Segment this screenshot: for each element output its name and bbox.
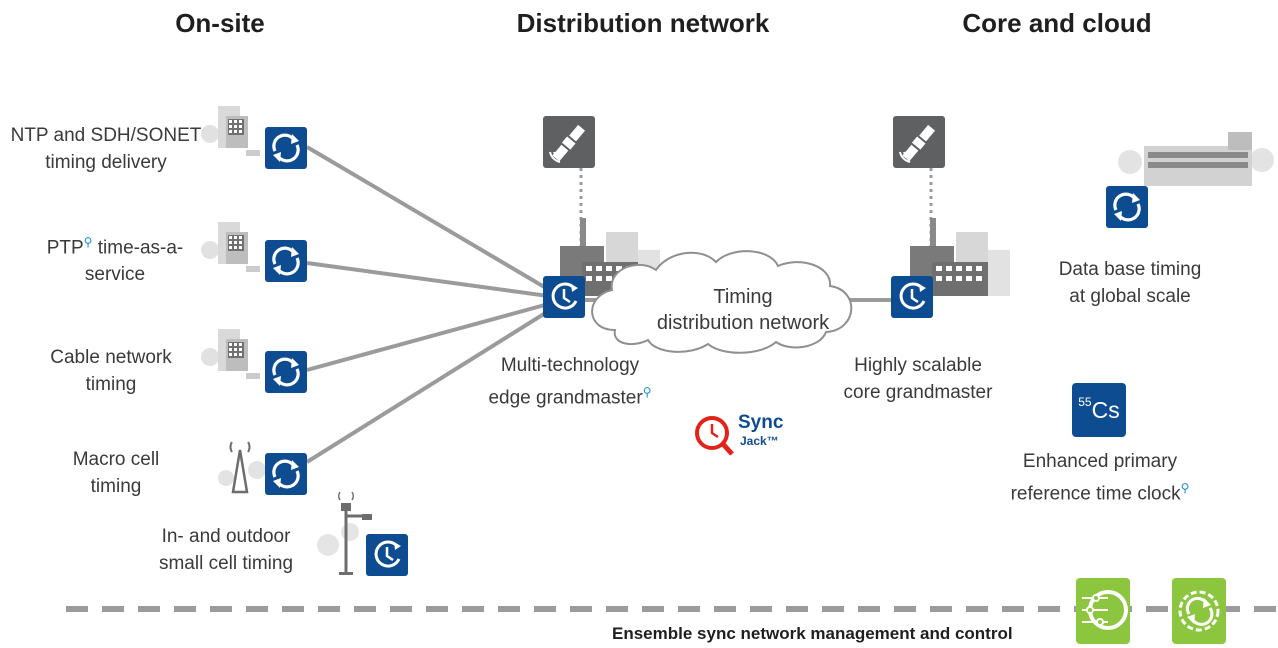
- sync-icon: [263, 125, 309, 171]
- onsite-label-smallcell: In- and outdoor small cell timing: [158, 526, 294, 574]
- core-grandmaster-label: Highly scalable core grandmaster: [843, 355, 993, 403]
- heading-onsite: On-site: [175, 8, 265, 38]
- small-cell-pole-icon: [317, 491, 372, 575]
- edge-grandmaster-clock-icon: [541, 274, 587, 320]
- syncjack-logo-icon: [695, 416, 734, 456]
- data-center-icon: [1118, 132, 1274, 186]
- database-sync-icon: [1104, 184, 1150, 230]
- onsite-label-macro: Macro cell timing: [72, 449, 160, 497]
- search-icon[interactable]: ⚲: [1180, 481, 1190, 495]
- search-icon[interactable]: ⚲: [83, 235, 93, 249]
- management-settings-icon[interactable]: [1076, 578, 1130, 644]
- satellite-icon: [542, 115, 596, 169]
- search-icon[interactable]: ⚲: [642, 385, 652, 399]
- sync-icon: [263, 349, 309, 395]
- onsite-label-cable: Cable network timing: [50, 347, 172, 395]
- sync-icon: [263, 451, 309, 497]
- onsite-label-ptp: PTP⚲ time-as-a- service: [46, 235, 184, 286]
- cesium-clock-icon: 55Cs: [1072, 383, 1126, 437]
- core-grandmaster-clock-icon: [889, 274, 935, 320]
- building-icon: [201, 222, 260, 272]
- management-sync-control-icon[interactable]: [1172, 578, 1226, 644]
- heading-core: Core and cloud: [962, 8, 1152, 38]
- heading-distribution: Distribution network: [516, 8, 770, 38]
- building-icon: [201, 329, 260, 379]
- onsite-label-ntp: NTP and SDH/SONET timing delivery: [10, 125, 202, 173]
- syncjack-logo[interactable]: Sync Jack™: [738, 412, 784, 448]
- cloud-shape: [591, 250, 853, 354]
- edge-grandmaster-label: Multi-technology edge grandmaster⚲: [488, 355, 652, 409]
- sync-icon: [263, 238, 309, 284]
- clock-icon: [364, 532, 410, 578]
- cesium-label: Enhanced primary reference time clock⚲: [1010, 451, 1190, 505]
- database-label: Data base timing at global scale: [1058, 259, 1202, 307]
- satellite-icon: [892, 115, 946, 169]
- management-label: Ensemble sync network management and con…: [612, 624, 1013, 643]
- cell-tower-icon: [218, 441, 266, 494]
- building-icon: [201, 106, 260, 156]
- cloud-label: Timing distribution network: [656, 286, 830, 334]
